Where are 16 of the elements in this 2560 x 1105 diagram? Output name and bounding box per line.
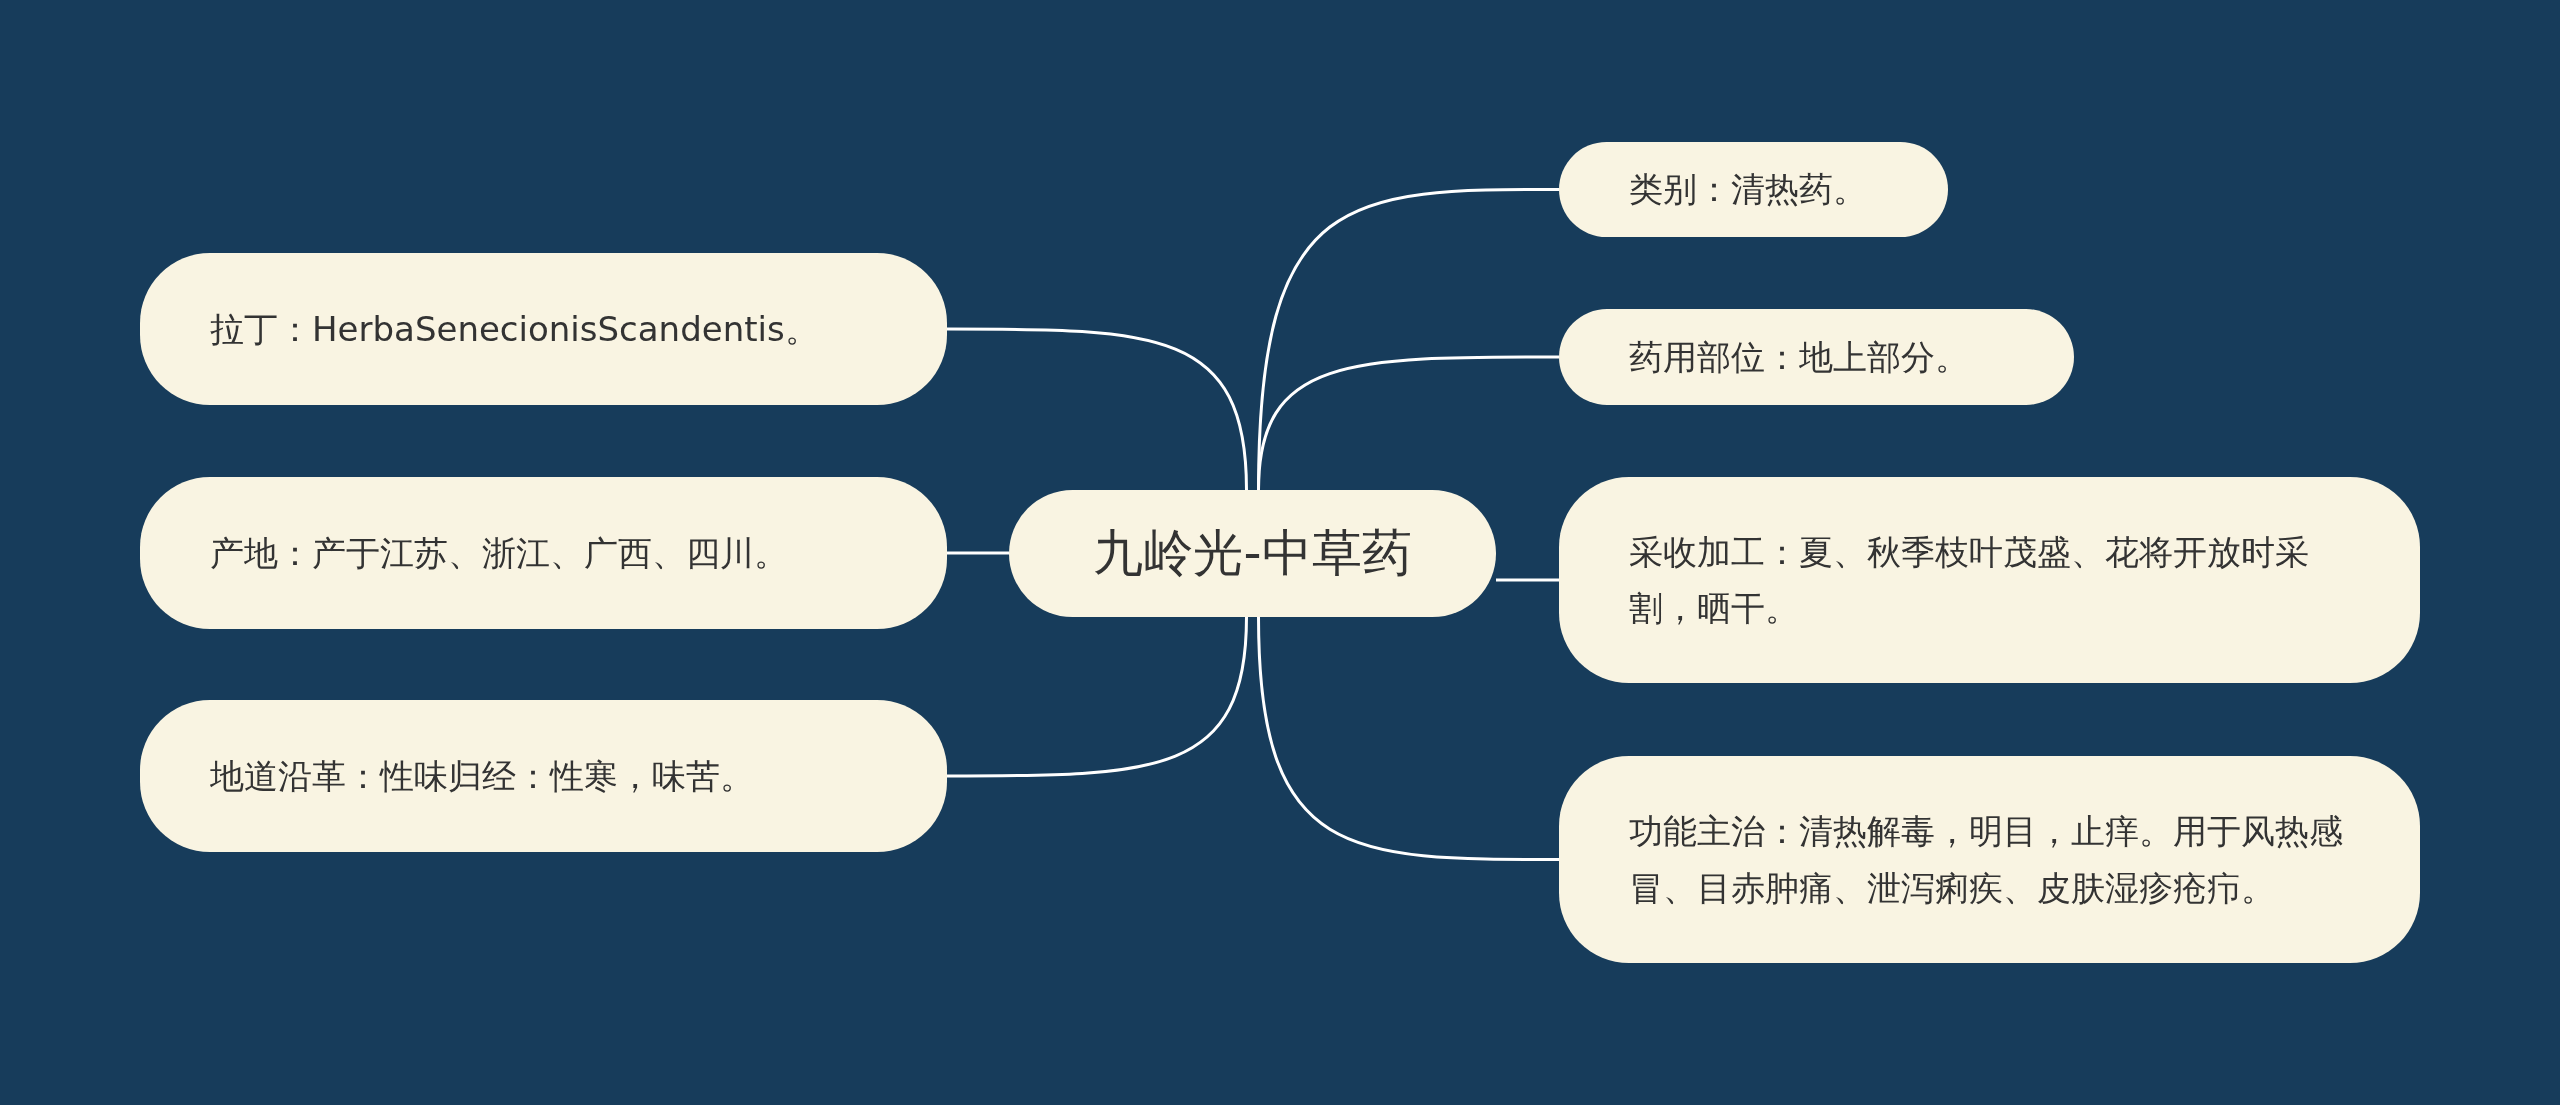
topic-text: 九岭光-中草药 bbox=[1093, 523, 1412, 585]
topic-bubble bbox=[1559, 477, 2420, 683]
topic-text: 药用部位：地上部分。 bbox=[1629, 335, 1969, 379]
topic-text: 功能主治：清热解毒，明目，止痒。用于风热感冒、目赤肿痛、泄泻痢疾、皮肤湿疹疮疖。 bbox=[1629, 810, 2344, 910]
connector-line bbox=[1257, 355, 1559, 491]
topic-bubble bbox=[1559, 756, 2420, 963]
connector-line bbox=[947, 616, 1248, 778]
topic-text: 拉丁：HerbaSenecionisScandentis。 bbox=[210, 307, 819, 351]
topic-text: 采收加工：夏、秋季枝叶茂盛、花将开放时采割，晒干。 bbox=[1629, 530, 2310, 630]
topic-text: 地道沿革：性味归经：性寒，味苦。 bbox=[210, 754, 754, 798]
connector-line bbox=[947, 551, 1009, 555]
topic-text: 类别：清热药。 bbox=[1629, 168, 1867, 212]
connector-line bbox=[947, 327, 1248, 491]
connector-line bbox=[1496, 578, 1559, 582]
topic-text: 产地：产于江苏、浙江、广西、四川。 bbox=[210, 531, 788, 575]
connector-line bbox=[1257, 616, 1559, 861]
